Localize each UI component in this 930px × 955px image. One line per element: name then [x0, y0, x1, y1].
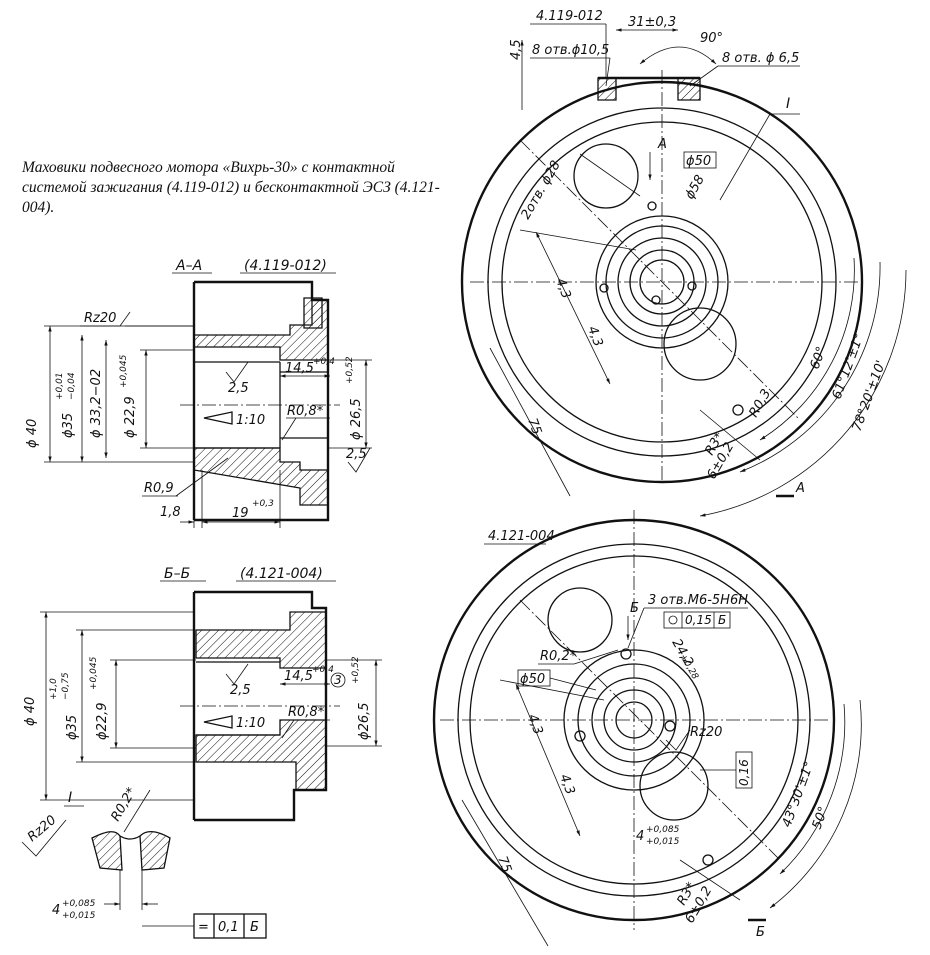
- bottom-d50: ϕ50: [520, 672, 545, 687]
- bottom-dim43a: 4,3: [524, 712, 545, 737]
- top-ang90: 90°: [700, 31, 723, 46]
- section-aa-d35-tol-dn: −0,04: [67, 372, 77, 400]
- section-aa-code: (4.119-012): [244, 258, 327, 274]
- top-d58: ϕ58: [682, 173, 708, 202]
- bottom-dim4-tol-dn: +0,015: [646, 837, 680, 847]
- bottom-ang50: 50°: [810, 805, 832, 832]
- section-bb-note: 3: [334, 673, 342, 687]
- section-bb-d265: ϕ26,5: [357, 702, 372, 740]
- section-aa-d265: ϕ 26,5: [349, 398, 364, 440]
- top-d50: ϕ50: [686, 154, 711, 169]
- bottom-dim4-tol-up: +0,085: [646, 825, 680, 835]
- section-aa-d35: ϕ35: [61, 413, 76, 438]
- section-aa-d33: ϕ 33,2−02: [89, 369, 104, 438]
- section-aa-r09: R0,9: [144, 481, 174, 496]
- section-aa-d229: ϕ 22,9: [123, 396, 138, 438]
- section-bb-len145-tol: +0,4: [312, 665, 334, 675]
- section-aa-roughness: Rz20: [84, 311, 116, 326]
- top-dim43b: 4,3: [584, 324, 605, 349]
- section-bb-d265-tol: +0,52: [351, 656, 361, 684]
- top-dim43a: 4,3: [552, 276, 573, 301]
- detail-i-width-tol-up: +0,085: [62, 899, 96, 909]
- bottom-pos-tol: 0,15: [685, 613, 712, 627]
- bottom-code: 4.121-004: [488, 529, 555, 544]
- top-holes1: 8 отв.ϕ10,5: [532, 43, 609, 58]
- section-bb-rough: 2,5: [230, 683, 251, 698]
- section-aa-d265-tol: +0,52: [345, 356, 355, 384]
- bottom-r02: R0,2*: [540, 649, 577, 664]
- bottom-rz: Rz20: [690, 725, 722, 740]
- detail-i-width: 4: [52, 903, 60, 918]
- bottom-dim4: 4: [636, 829, 644, 844]
- section-bb-d35-tol-up: +1,0: [49, 678, 59, 700]
- detail-i-frame-base: Б: [250, 920, 259, 935]
- section-aa-d35-tol-up: +0,01: [55, 372, 65, 400]
- top-dim31: 31±0,3: [628, 15, 676, 30]
- detail-i-width-tol-dn: +0,015: [62, 911, 96, 921]
- flywheel-view-top: 4.119-012 4,5 8 отв.ϕ10,5 31±0,3 90° 8 о…: [460, 9, 907, 517]
- bottom-par: 0,16: [737, 759, 751, 786]
- section-aa-len19: 19: [232, 506, 249, 521]
- flywheel-view-bottom: 4.121-004 Б 3 отв.М6-5Н6Н 0,15 Б R0,2* 2…: [432, 510, 862, 947]
- section-bb-code: (4.121-004): [240, 566, 323, 582]
- section-bb-d40: ϕ 40: [23, 697, 38, 726]
- section-aa-d229-tol: +0,045: [119, 354, 129, 388]
- top-cut-a: А: [795, 481, 805, 496]
- section-aa-len18: 1,8: [160, 505, 181, 520]
- top-mark-a: А: [657, 137, 667, 152]
- top-holes2: 8 отв. ϕ 6,5: [722, 51, 799, 66]
- bottom-pos-base: Б: [718, 613, 726, 627]
- section-bb-len145: 14,5: [284, 669, 313, 684]
- section-aa: А–А (4.119-012) 1:10 Rz20: [25, 258, 372, 528]
- bottom-dim75: 75: [494, 854, 514, 875]
- detail-i-r02: R0,2*: [108, 785, 139, 824]
- detail-i-frame-val: 0,1: [218, 920, 239, 935]
- detail-i-frame-sym: =: [198, 920, 209, 935]
- top-ang78: 78°20'±10': [850, 359, 889, 434]
- detail-i: I R0,2* Rz20 4 +0,085 +0,015 = 0,1 Б: [21, 785, 267, 939]
- section-bb-r08: R0,8*: [288, 705, 325, 720]
- section-bb-d229-tol: +0,045: [89, 656, 99, 690]
- section-aa-rough-b: 2,5: [346, 447, 367, 462]
- top-ang61: 61°12'±1°: [830, 332, 868, 402]
- top-ang60: 60°: [808, 345, 830, 372]
- top-r03: R0,3: [746, 387, 774, 420]
- figure-caption: Маховики подвесного мотора «Вихрь-30» с …: [22, 159, 440, 216]
- section-aa-len145: 14,5: [285, 361, 314, 376]
- top-code: 4.119-012: [536, 9, 603, 24]
- section-aa-title: А–А: [175, 258, 202, 274]
- section-bb-taper: 1:10: [236, 716, 265, 731]
- bottom-holes: 3 отв.М6-5Н6Н: [648, 593, 748, 608]
- section-bb-d35: ϕ35: [65, 715, 80, 740]
- section-aa-len145-tol: +0,4: [313, 357, 335, 367]
- section-aa-r08: R0,8*: [287, 404, 324, 419]
- section-bb: Б–Б (4.121-004) 1:10 ϕ 40 ϕ35 +1,0 −0,75: [23, 566, 382, 822]
- top-mark-i: I: [786, 96, 790, 112]
- detail-i-rz: Rz20: [25, 813, 59, 845]
- top-d45: 4,5: [509, 39, 524, 60]
- section-bb-title: Б–Б: [164, 566, 190, 582]
- section-bb-d35-tol-dn: −0,75: [61, 672, 71, 700]
- detail-i-title: I: [68, 790, 72, 806]
- section-aa-taper: 1:10: [236, 413, 265, 428]
- top-dim75: 75: [524, 416, 544, 437]
- section-aa-d40: ϕ 40: [25, 419, 40, 448]
- top-holes3: 2отв. ϕ28: [518, 158, 563, 222]
- bottom-dim43b: 4,3: [556, 772, 577, 797]
- bottom-mark-b: Б: [630, 601, 639, 616]
- section-aa-rough: 2,5: [228, 381, 249, 396]
- section-bb-d229: ϕ22,9: [95, 702, 110, 740]
- bottom-cut-b: Б: [756, 925, 765, 940]
- section-aa-len19-tol: +0,3: [252, 499, 274, 509]
